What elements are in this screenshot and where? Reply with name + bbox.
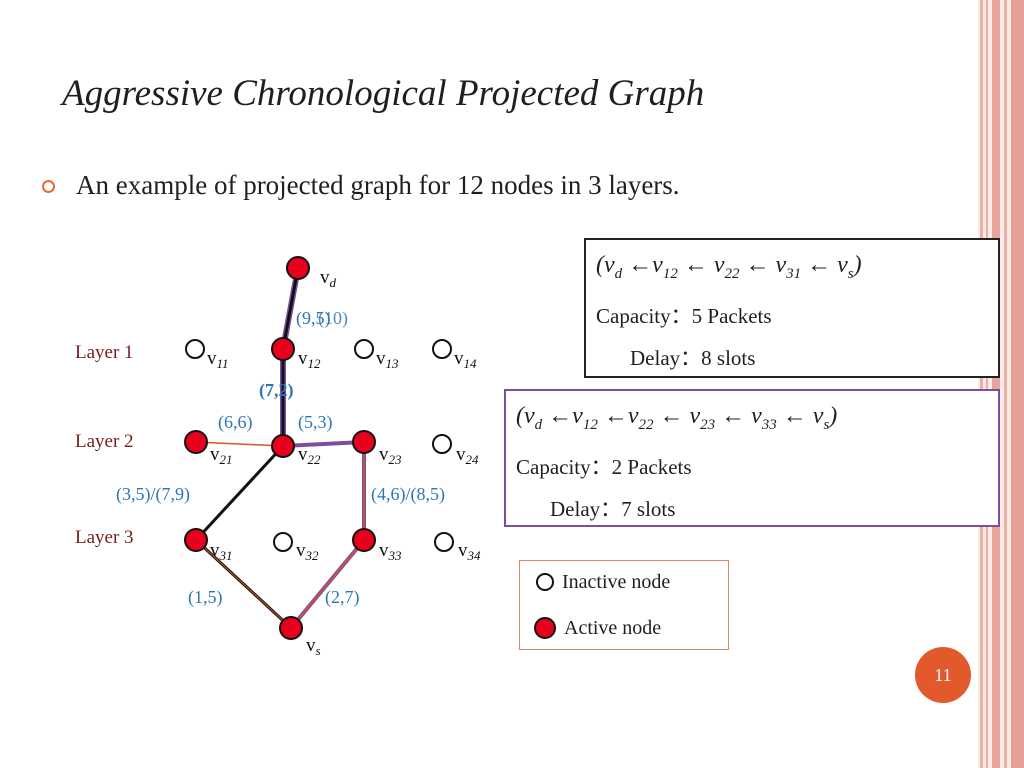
path-capacity-1: Capacity：5 Packets <box>596 300 772 330</box>
node-vd <box>286 256 310 280</box>
path-sequence-1: (vd ←v12 ← v22 ← v31 ← vs) <box>596 252 862 282</box>
edge-label-v23-v33: (4,6)/(8,5) <box>371 484 445 505</box>
node-v14 <box>432 339 452 359</box>
edge-label-v31-v22: (3,5)/(7,9) <box>116 484 190 505</box>
node-v32 <box>273 532 293 552</box>
legend-inactive-label: Inactive node <box>562 571 671 593</box>
path-delay-1: Delay：8 slots <box>630 342 755 372</box>
delay-label: Delay： <box>630 346 702 370</box>
node-v23 <box>352 430 376 454</box>
node-label-v24: v24 <box>456 444 479 467</box>
legend-box: Inactive node Active node <box>519 560 729 650</box>
node-v13 <box>354 339 374 359</box>
node-label-v22: v22 <box>298 444 321 467</box>
node-v33 <box>352 528 376 552</box>
node-label-v23: v23 <box>379 444 402 467</box>
layer-label-3: Layer 3 <box>75 527 134 548</box>
node-v21 <box>184 430 208 454</box>
inactive-node-symbol <box>536 573 554 591</box>
edge-label-v33-vs: (2,7) <box>325 587 360 608</box>
edge-vd-v12 <box>281 267 300 350</box>
node-label-v34: v34 <box>458 540 481 563</box>
node-label-v31: v31 <box>210 540 233 563</box>
layer-label-2: Layer 2 <box>75 431 134 452</box>
legend-active-label: Active node <box>564 617 662 639</box>
page-title: Aggressive Chronological Projected Graph <box>62 73 705 114</box>
node-v12 <box>271 337 295 361</box>
edge-label-v21-v22: (6,6) <box>218 412 253 433</box>
edge-label-vd-v12: (9,5) <box>296 308 331 329</box>
edge-label-v22-v23: (5,3) <box>298 412 333 433</box>
edge-v22-v23 <box>282 440 365 448</box>
node-v22 <box>271 434 295 458</box>
node-label-v13: v13 <box>376 348 399 371</box>
path-info-box-1: (vd ←v12 ← v22 ← v31 ← vs) Capacity：5 Pa… <box>584 238 1000 378</box>
path-delay-2: Delay：7 slots <box>550 493 675 523</box>
legend-inactive: Inactive node <box>536 571 670 594</box>
node-v34 <box>434 532 454 552</box>
node-label-v21: v21 <box>210 444 233 467</box>
capacity-label: Capacity： <box>516 455 612 479</box>
capacity-value: 5 Packets <box>691 304 772 328</box>
delay-value: 7 slots <box>621 497 676 521</box>
path-capacity-2: Capacity：2 Packets <box>516 451 692 481</box>
edge-v22-v31 <box>194 444 285 542</box>
legend-active: Active node <box>534 617 661 640</box>
node-label-vs: vs <box>306 635 321 658</box>
node-label-vd: vd <box>320 267 337 290</box>
edge-label-vd-v12-b: (10) <box>318 308 348 329</box>
node-v31 <box>184 528 208 552</box>
node-label-v12: v12 <box>298 348 321 371</box>
node-vs <box>279 616 303 640</box>
edge-v31-vs-accent <box>195 539 292 629</box>
node-label-v32: v32 <box>296 540 319 563</box>
edge-v33-vs <box>290 539 365 629</box>
path-info-box-2: (vd ←v12 ←v22 ← v23 ← v33 ← vs) Capacity… <box>504 389 1000 527</box>
bullet-text: An example of projected graph for 12 nod… <box>76 170 680 200</box>
graph-edges <box>194 267 366 630</box>
delay-label: Delay： <box>550 497 622 521</box>
node-label-v33: v33 <box>379 540 402 563</box>
node-label-v14: v14 <box>454 348 477 371</box>
node-v11 <box>185 339 205 359</box>
delay-value: 8 slots <box>701 346 756 370</box>
node-label-v11: v11 <box>207 348 229 371</box>
edge-label-v31-vs: (1,5) <box>188 587 223 608</box>
capacity-value: 2 Packets <box>611 455 692 479</box>
active-node-symbol <box>534 617 556 639</box>
layer-label-1: Layer 1 <box>75 342 134 363</box>
node-v24 <box>432 434 452 454</box>
decorative-stripes <box>978 0 1024 768</box>
capacity-label: Capacity： <box>596 304 692 328</box>
edge-label-v12-v22: (7,2) <box>259 380 294 401</box>
path-sequence-2: (vd ←v12 ←v22 ← v23 ← v33 ← vs) <box>516 403 838 433</box>
page-number: 11 <box>915 647 971 703</box>
edge-v21-v22 <box>195 441 284 447</box>
bullet-marker <box>42 180 55 193</box>
